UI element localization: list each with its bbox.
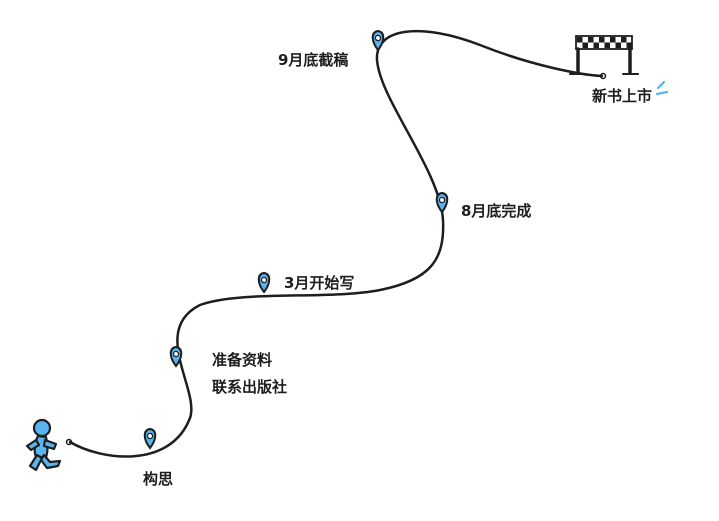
- milestone-label-concept: 构思: [143, 470, 174, 488]
- start-dot: [65, 438, 73, 446]
- road-path: [68, 29, 604, 458]
- map-pin-icon: [371, 29, 385, 52]
- map-pin-icon: [143, 427, 157, 450]
- finish-line-gate-icon: [569, 35, 639, 75]
- map-pin-icon: [257, 271, 271, 294]
- sparkle-icon: [655, 80, 669, 96]
- milestone-label-start-writing: 3月开始写: [284, 274, 355, 292]
- milestone-label-september-deadline: 9月底截稿: [278, 51, 349, 69]
- end-dot: [599, 72, 607, 80]
- map-pin-icon: [435, 191, 449, 214]
- finish-label: 新书上市: [592, 87, 653, 105]
- milestone-label-contact-publisher: 联系出版社: [212, 378, 288, 396]
- running-person-icon: [25, 418, 62, 472]
- milestone-label-prepare: 准备资料: [212, 351, 273, 369]
- milestone-label-august-done: 8月底完成: [461, 202, 532, 220]
- map-pin-icon: [169, 345, 183, 368]
